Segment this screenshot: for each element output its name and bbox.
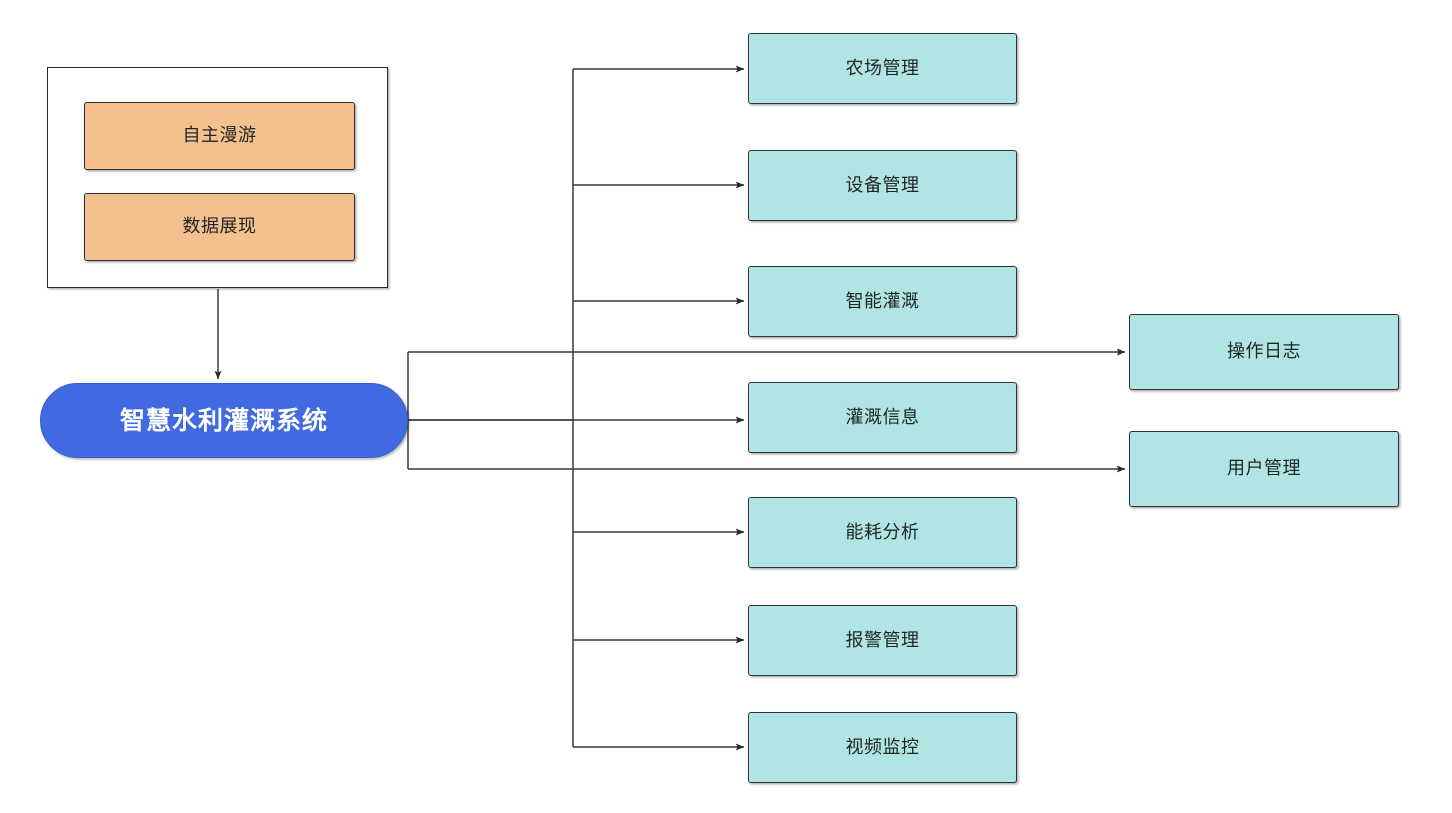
module-box-smart-irrigation[interactable]: 智能灌溉 xyxy=(748,266,1017,337)
module-box-device-management-label: 设备管理 xyxy=(845,174,920,195)
module-box-operation-log[interactable]: 操作日志 xyxy=(1129,314,1399,390)
feature-box-data-display[interactable]: 数据展现 xyxy=(84,193,355,261)
module-box-farm-management-label: 农场管理 xyxy=(845,57,920,78)
module-box-user-management[interactable]: 用户管理 xyxy=(1129,431,1399,507)
module-box-farm-management[interactable]: 农场管理 xyxy=(748,33,1017,104)
module-box-device-management[interactable]: 设备管理 xyxy=(748,150,1017,221)
feature-box-roam[interactable]: 自主漫游 xyxy=(84,102,355,170)
module-box-energy-analysis[interactable]: 能耗分析 xyxy=(748,497,1017,568)
module-box-irrigation-info-label: 灌溉信息 xyxy=(845,406,920,427)
root-node-label: 智慧水利灌溉系统 xyxy=(119,406,328,435)
module-box-alarm-management[interactable]: 报警管理 xyxy=(748,605,1017,676)
module-box-video-surveillance[interactable]: 视频监控 xyxy=(748,712,1017,783)
module-box-irrigation-info[interactable]: 灌溉信息 xyxy=(748,382,1017,453)
feature-box-data-display-label: 数据展现 xyxy=(182,216,257,237)
module-box-energy-analysis-label: 能耗分析 xyxy=(845,521,920,542)
feature-box-roam-label: 自主漫游 xyxy=(182,125,257,146)
module-box-smart-irrigation-label: 智能灌溉 xyxy=(845,290,920,311)
module-box-video-surveillance-label: 视频监控 xyxy=(845,736,920,757)
module-box-alarm-management-label: 报警管理 xyxy=(845,629,920,650)
root-node-system[interactable]: 智慧水利灌溉系统 xyxy=(40,383,408,458)
module-box-user-management-label: 用户管理 xyxy=(1227,458,1301,479)
module-box-operation-log-label: 操作日志 xyxy=(1227,341,1301,362)
